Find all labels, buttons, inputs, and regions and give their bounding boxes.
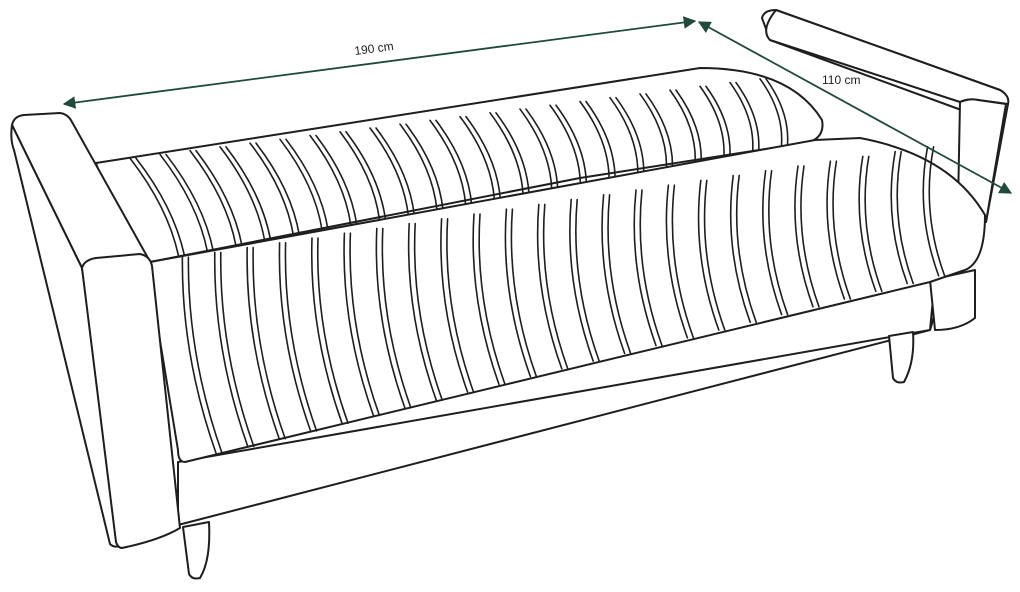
width-dimension-label: 190 cm xyxy=(354,39,395,58)
cushion-channel-line xyxy=(285,138,329,232)
width-dimension-line xyxy=(62,16,697,109)
cushion-channel-line xyxy=(219,146,266,242)
cushion-channel-line xyxy=(165,153,215,253)
cushion-channel-line xyxy=(349,232,381,417)
cushion-channel-line xyxy=(339,130,381,222)
cushion-channel-line xyxy=(195,149,243,248)
right-armrest-top-face xyxy=(765,9,1010,105)
cushion-channel-line xyxy=(375,227,406,409)
cushion-channel-line xyxy=(601,194,626,355)
cushion-channel-line xyxy=(665,184,689,339)
cushion-channel-line xyxy=(519,108,553,190)
base-right-end xyxy=(929,269,976,331)
cushion-channel-line xyxy=(465,115,502,201)
cushion-channel-line xyxy=(159,153,209,253)
width-dimension: 190 cm xyxy=(62,16,697,109)
cushion-channel-line xyxy=(671,184,695,339)
cushion-channel-line xyxy=(633,189,657,347)
cushion-channel-line xyxy=(495,112,530,195)
cushion-channel-line xyxy=(246,246,280,440)
cushion-channel-line xyxy=(478,213,506,386)
cushion-channel-line xyxy=(316,237,349,424)
cushion-channel-line xyxy=(585,100,616,180)
leg-front-right xyxy=(888,331,915,384)
cushion-channel-line xyxy=(405,123,444,211)
cushion-channel-line xyxy=(536,203,563,370)
cushion-channel-line xyxy=(510,208,538,378)
cushion-channel-line xyxy=(278,242,312,432)
cushion-channel-line xyxy=(472,213,500,386)
cushion-channel-line xyxy=(525,108,559,190)
cushion-channel-line xyxy=(255,142,301,237)
cushion-channel-line xyxy=(189,149,237,248)
cushion-channel-line xyxy=(413,222,443,401)
sofa-legs xyxy=(182,331,915,580)
cushion-channel-line xyxy=(310,237,343,424)
left-armrest xyxy=(10,112,181,549)
cushion-channel-line xyxy=(459,115,496,201)
depth-dimension: 110 cm xyxy=(697,21,1013,194)
cushion-channel-line xyxy=(575,198,600,362)
cushion-channel-line xyxy=(440,218,469,393)
cushion-channel-line xyxy=(315,134,358,227)
left-armrest-front-face xyxy=(81,253,181,549)
cushion-channel-line xyxy=(225,146,272,242)
cushion-channel-line xyxy=(446,218,475,393)
cushion-channel-line xyxy=(343,232,375,417)
cushion-channel-line xyxy=(542,203,569,370)
cushion-channel-line xyxy=(489,112,524,195)
cushion-channel-line xyxy=(129,157,180,258)
depth-dimension-label: 110 cm xyxy=(822,73,860,87)
cushion-channel-line xyxy=(549,104,582,185)
leg-front-left xyxy=(182,521,211,580)
depth-dimension-line xyxy=(697,21,1013,194)
cushion-channel-line xyxy=(279,138,323,232)
cushion-channel-line xyxy=(555,104,588,185)
cushion-channel-line xyxy=(569,198,594,362)
cushion-channel-line xyxy=(213,251,249,448)
cushion-channel-line xyxy=(375,127,416,216)
cushion-channel-line xyxy=(399,123,438,211)
cushion-channel-line xyxy=(607,194,632,355)
cushion-channel-line xyxy=(639,189,663,347)
cushion-channel-line xyxy=(579,100,610,180)
cushion-channel-line xyxy=(435,119,473,206)
cushion-channel-line xyxy=(284,242,318,432)
cushion-channel-line xyxy=(181,256,218,456)
cushion-channel-line xyxy=(703,179,726,331)
cushion-channel-line xyxy=(429,119,467,206)
cushion-channel-line xyxy=(135,157,186,258)
back-cushion xyxy=(95,67,824,263)
cushion-channel-line xyxy=(369,127,410,216)
cushion-channel-line xyxy=(219,251,255,448)
cushion-channel-line xyxy=(252,246,286,440)
cushion-channel-line xyxy=(697,179,720,331)
cushion-channel-line xyxy=(249,142,295,237)
cushion-channel-line xyxy=(504,208,532,378)
cushion-channel-line xyxy=(345,130,387,222)
cushion-channel-line xyxy=(309,134,352,227)
cushion-channel-line xyxy=(381,227,412,409)
sofa-base xyxy=(177,269,976,526)
cushion-channel-line xyxy=(407,222,437,401)
cushion-channel-line xyxy=(187,256,224,456)
